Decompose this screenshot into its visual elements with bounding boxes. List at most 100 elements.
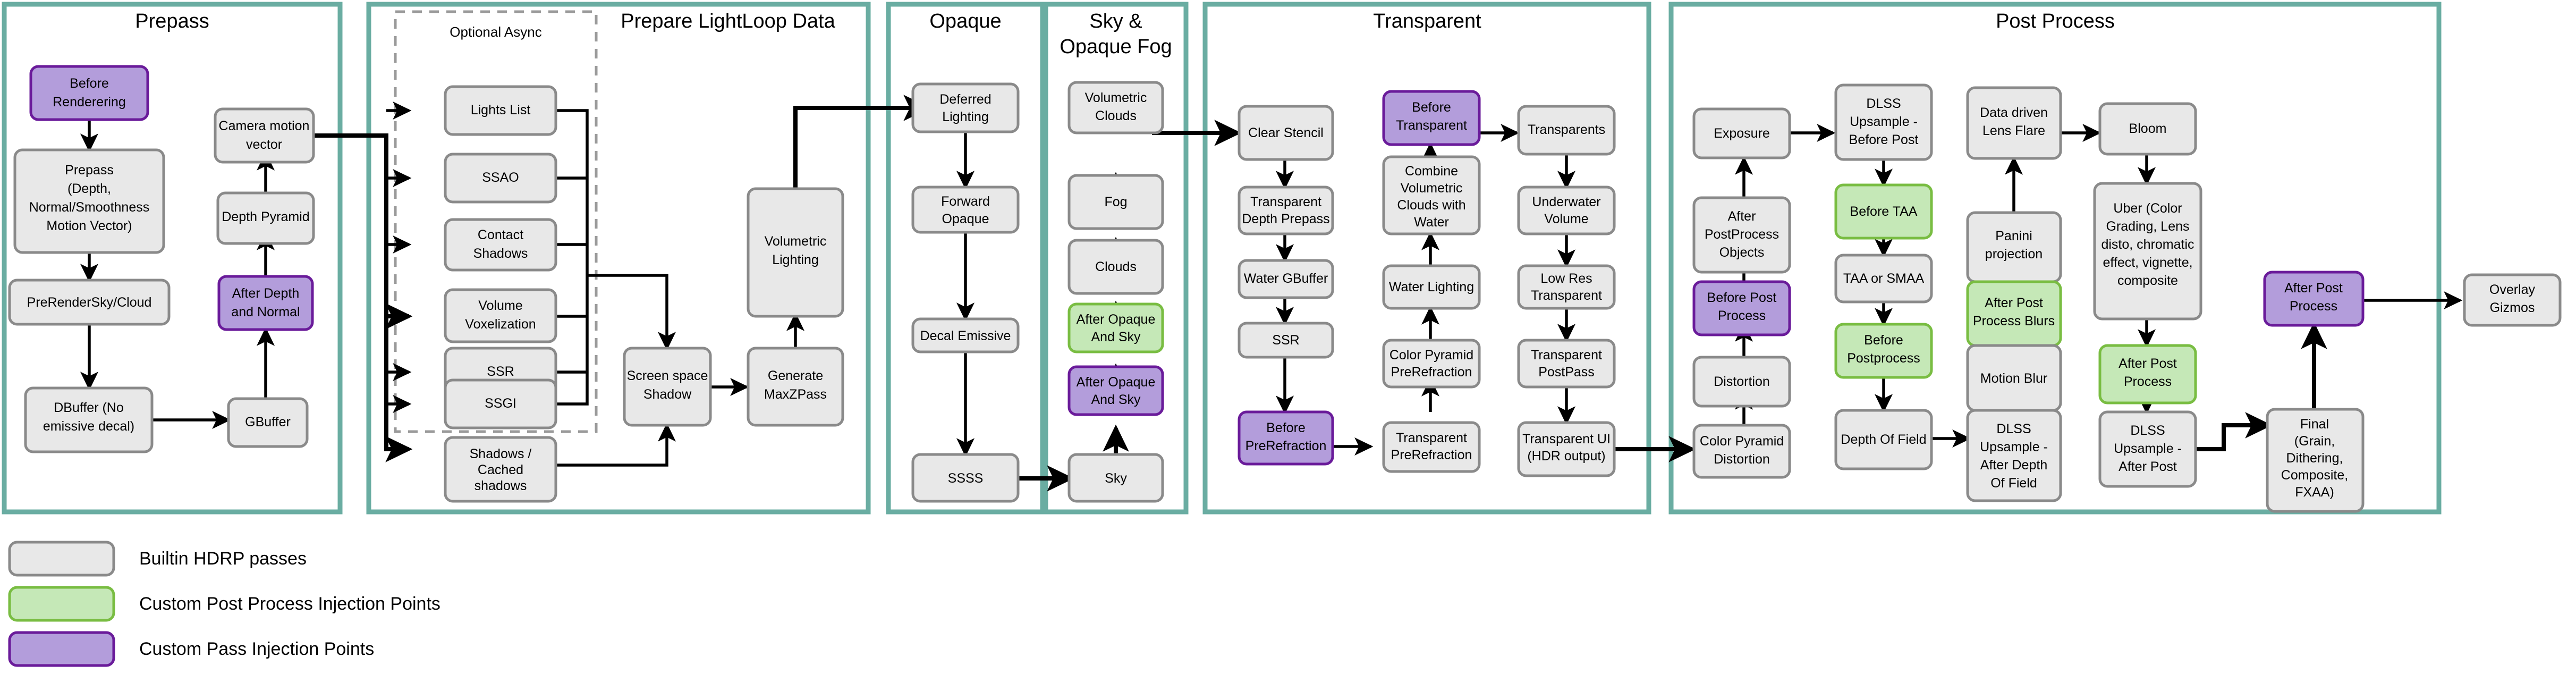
node-clouds[interactable]: Clouds	[1067, 239, 1164, 295]
panel-title-transparent: Transparent	[1373, 10, 1481, 32]
node-label: Transparent	[1396, 118, 1467, 133]
node-label: Underwater	[1532, 195, 1600, 209]
node-sky[interactable]: Sky	[1067, 453, 1164, 503]
node-transparent-depth-prepass[interactable]: Transparent Depth Prepass	[1238, 186, 1334, 235]
node-label: Before	[1266, 420, 1306, 435]
node-final[interactable]: Final (Grain, Dithering, Composite, FXAA…	[2266, 408, 2365, 513]
node-depth-pyramid[interactable]: Depth Pyramid	[216, 191, 315, 245]
node-dlss-upsample-after-post[interactable]: DLSS Upsample - After Post	[2098, 410, 2197, 488]
node-volumetric-clouds[interactable]: Volumetric Clouds	[1067, 81, 1164, 134]
node-volumetric-lighting[interactable]: Volumetric Lighting	[747, 187, 844, 318]
node-camera-motion-vector[interactable]: Camera motion vector	[214, 107, 315, 164]
node-label: SSSS	[948, 471, 984, 486]
node-label: After Opaque	[1077, 375, 1156, 390]
node-label: Dithering,	[2286, 451, 2343, 466]
node-ssss[interactable]: SSSS	[911, 453, 1020, 503]
node-uber[interactable]: Uber (Color Grading, Lens disto, chromat…	[2093, 182, 2202, 321]
node-label: PostProcess	[1705, 227, 1779, 242]
node-label: Process Blurs	[1973, 314, 2055, 328]
node-screen-space-shadow[interactable]: Screen space Shadow	[623, 347, 712, 427]
node-before-transparent[interactable]: Before Transparent	[1382, 90, 1481, 146]
node-color-pyramid-distortion[interactable]: Color Pyramid Distortion	[1692, 424, 1791, 479]
node-underwater-volume[interactable]: Underwater Volume	[1517, 186, 1616, 235]
node-label: Transparent	[1531, 348, 1602, 363]
node-forward-opaque[interactable]: Forward Opaque	[911, 186, 1020, 234]
node-after-opaque-and-sky-custompass[interactable]: After Opaque And Sky	[1067, 365, 1164, 416]
node-after-depth-and-normal[interactable]: After Depth and Normal	[217, 275, 314, 331]
node-data-driven-lens-flare[interactable]: Data driven Lens Flare	[1966, 86, 2062, 160]
node-label: SSGI	[485, 396, 516, 411]
node-label: After Opaque	[1077, 312, 1156, 327]
node-label: After Depth	[1980, 458, 2047, 473]
node-ssao[interactable]: SSAO	[444, 153, 557, 204]
node-label: And Sky	[1091, 392, 1141, 407]
node-before-prerefraction[interactable]: Before PreRefraction	[1238, 410, 1334, 466]
node-label: Transparent	[1531, 288, 1602, 303]
node-after-post-process-custompass[interactable]: After Post Process	[2263, 271, 2365, 327]
node-label: Volumetric	[1085, 90, 1147, 105]
node-water-gbuffer[interactable]: Water GBuffer	[1238, 259, 1334, 299]
node-after-opaque-and-sky-postprocess[interactable]: After Opaque And Sky	[1067, 302, 1164, 353]
node-fog[interactable]: Fog	[1067, 174, 1164, 230]
panel-title-skyfog-line2: Opaque Fog	[1060, 36, 1172, 58]
node-prerendersky-cloud[interactable]: PreRenderSky/Cloud	[8, 279, 171, 326]
node-dlss-upsample-after-depth-of-field[interactable]: DLSS Upsample - After Depth Of Field	[1966, 409, 2062, 502]
node-transparent-prerefraction[interactable]: Transparent PreRefraction	[1382, 421, 1481, 473]
node-taa-or-smaa[interactable]: TAA or SMAA	[1834, 254, 1933, 304]
node-label: Decal Emissive	[920, 328, 1011, 343]
node-decal-emissive[interactable]: Decal Emissive	[911, 317, 1020, 353]
node-deferred-lighting[interactable]: Deferred Lighting	[911, 82, 1020, 133]
node-after-post-process-blurs[interactable]: After Post Process Blurs	[1966, 280, 2062, 347]
panel-title-prepass: Prepass	[135, 10, 209, 32]
node-after-postprocess-objects[interactable]: After PostProcess Objects	[1692, 196, 1791, 274]
node-dlss-upsample-before-post[interactable]: DLSS Upsample - Before Post	[1834, 83, 1933, 161]
node-ssr-transparent[interactable]: SSR	[1238, 322, 1334, 359]
node-label: Objects	[1719, 245, 1765, 260]
node-low-res-transparent[interactable]: Low Res Transparent	[1517, 264, 1616, 310]
node-gbuffer[interactable]: GBuffer	[227, 397, 309, 448]
optional-async-label: Optional Async	[450, 24, 541, 40]
node-prepass-main[interactable]: Prepass (Depth, Normal/Smoothness Motion…	[13, 148, 165, 254]
node-label: PreRefraction	[1245, 439, 1327, 453]
node-panini-projection[interactable]: Panini projection	[1966, 211, 2062, 283]
node-dbuffer[interactable]: DBuffer (No emissive decal)	[24, 386, 154, 453]
node-label: And Sky	[1091, 330, 1141, 344]
node-label: effect, vignette,	[2103, 255, 2192, 270]
node-label: Before Post	[1707, 290, 1777, 305]
node-label: Composite,	[2281, 468, 2348, 483]
node-before-post-process[interactable]: Before Post Process	[1692, 280, 1791, 336]
node-motion-blur[interactable]: Motion Blur	[1966, 344, 2062, 412]
node-transparent-ui[interactable]: Transparent UI (HDR output)	[1517, 421, 1616, 477]
node-transparent-postpass[interactable]: Transparent PostPass	[1517, 339, 1616, 389]
legend-item-custom-pass: Custom Pass Injection Points	[8, 631, 374, 667]
node-generate-maxzpass[interactable]: Generate MaxZPass	[747, 347, 844, 427]
node-label: Water GBuffer	[1244, 271, 1328, 286]
node-distortion[interactable]: Distortion	[1692, 356, 1791, 408]
node-before-postprocess[interactable]: Before Postprocess	[1834, 323, 1933, 379]
node-combine-volumetric-clouds-with-water[interactable]: Combine Volumetric Clouds with Water	[1382, 155, 1481, 235]
node-label: Transparent UI	[1522, 432, 1611, 446]
node-label: Distortion	[1714, 452, 1770, 467]
node-clear-stencil[interactable]: Clear Stencil	[1238, 105, 1334, 161]
node-bloom[interactable]: Bloom	[2098, 102, 2197, 156]
node-label: Exposure	[1714, 126, 1770, 141]
node-label: (Depth,	[67, 181, 111, 196]
node-ssgi[interactable]: SSGI	[444, 378, 557, 429]
node-before-taa[interactable]: Before TAA	[1834, 183, 1933, 240]
node-contact-shadows[interactable]: Contact Shadows	[444, 218, 557, 272]
node-label: PreRenderSky/Cloud	[27, 295, 152, 310]
node-label: (Grain,	[2294, 434, 2335, 449]
node-overlay-gizmos[interactable]: Overlay Gizmos	[2463, 273, 2562, 327]
node-label: After Post	[2284, 281, 2343, 296]
node-before-rendering[interactable]: Before Renderering	[29, 65, 149, 121]
node-lights-list[interactable]: Lights List	[444, 85, 557, 136]
node-exposure[interactable]: Exposure	[1692, 107, 1791, 159]
node-label: shadows	[474, 478, 527, 493]
node-volume-voxelization[interactable]: Volume Voxelization	[444, 288, 557, 343]
node-after-post-process-postprocess[interactable]: After Post Process	[2098, 344, 2197, 405]
node-color-pyramid-prerefraction[interactable]: Color Pyramid PreRefraction	[1382, 339, 1481, 389]
node-transparents[interactable]: Transparents	[1517, 105, 1616, 156]
node-depth-of-field[interactable]: Depth Of Field	[1834, 409, 1933, 470]
node-shadows-cached-shadows[interactable]: Shadows / Cached shadows	[444, 436, 557, 503]
node-water-lighting[interactable]: Water Lighting	[1382, 264, 1481, 310]
